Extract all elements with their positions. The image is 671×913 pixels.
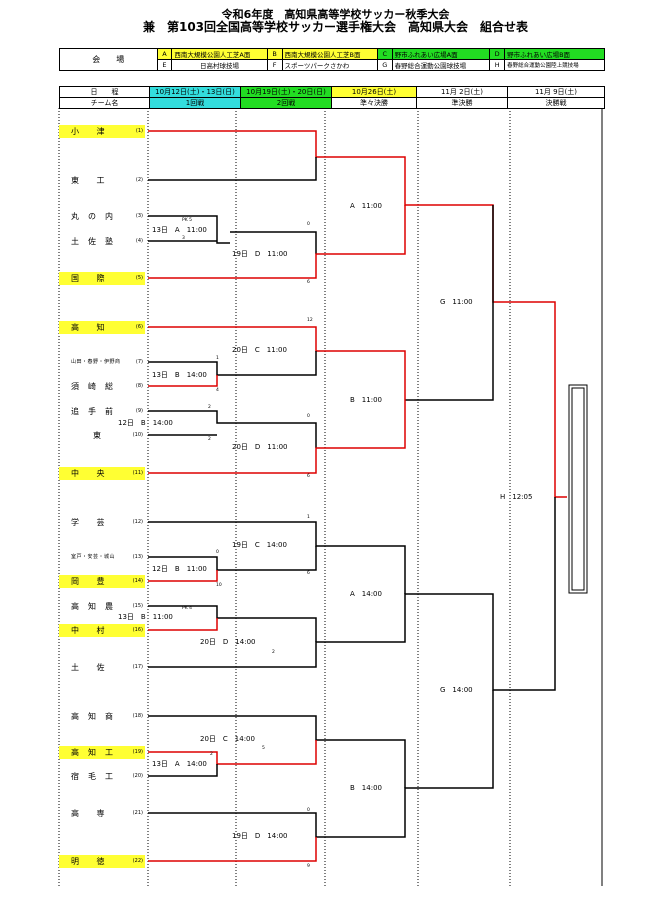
match-label: 19日 D 11:00 xyxy=(232,250,288,258)
score: 2 xyxy=(208,405,211,410)
team-row: 土 佐(17) xyxy=(71,663,143,672)
match-label: 12日 B 11:00 xyxy=(152,565,207,573)
round-name: 決勝戦 xyxy=(507,97,605,109)
sf-label: G 11:00 xyxy=(440,298,473,306)
schedule-table: 日 程 10月12日(土)・13日(日) 10月19日(土)・20日(日) 10… xyxy=(59,86,605,109)
score: 6 xyxy=(307,571,310,576)
score: 1 xyxy=(307,515,310,520)
team-row: 宿 毛 工(20) xyxy=(71,772,143,781)
qf-label: B 14:00 xyxy=(350,784,382,792)
venue-code: G xyxy=(376,59,393,71)
venue-table: 会 場 A 西南大規模公園人工芝A面 B 西南大規模公園人工芝B面 C 野市ふれ… xyxy=(59,48,605,71)
score: 0 xyxy=(307,222,310,227)
team-row: 岡 豊(14) xyxy=(59,575,145,588)
round-name: 2回戦 xyxy=(240,97,332,109)
score: PK 5 xyxy=(182,218,192,223)
qf-label: A 14:00 xyxy=(350,590,382,598)
score: 2 xyxy=(208,437,211,442)
team-row: 山田・春野・伊野商(7) xyxy=(71,359,143,365)
team-row: 高 知 農(15) xyxy=(71,602,143,611)
match-label: 13日 A 14:00 xyxy=(152,760,207,768)
team-row: 中 村(16) xyxy=(59,624,145,637)
venue-code: C xyxy=(376,48,393,60)
match-label: 20日 C 14:00 xyxy=(200,735,255,743)
match-label: 13日 A 11:00 xyxy=(152,226,207,234)
score: 4 xyxy=(216,388,219,393)
match-label: 13日 B 11:00 xyxy=(118,613,173,621)
score: 2 xyxy=(272,650,275,655)
venue-name: 日高村球技場 xyxy=(171,59,268,71)
match-label: 12日 B 14:00 xyxy=(118,419,173,427)
team-row: 室戸・安芸・城山(13) xyxy=(71,554,143,560)
sf-label: G 14:00 xyxy=(440,686,473,694)
match-label: 20日 D 14:00 xyxy=(200,638,256,646)
venue-name: 春野総合運動公園陸上競技場 xyxy=(504,59,605,71)
score: 3 xyxy=(182,236,185,241)
team-row: 高 知 工(19) xyxy=(59,746,145,759)
venue-label: 会 場 xyxy=(59,48,158,71)
team-row: 土 佐 塾(4) xyxy=(71,237,143,246)
team-row: 追 手 前(9) xyxy=(71,407,143,416)
title-line2: 兼 第103回全国高等学校サッカー選手権大会 高知県大会 組合せ表 xyxy=(142,20,529,34)
team-row: 須 崎 総(8) xyxy=(71,382,143,391)
venue-name: 春野総合運動公園球技場 xyxy=(391,59,491,71)
team-row: 東 工(2) xyxy=(71,176,143,185)
match-label: 20日 D 11:00 xyxy=(232,443,288,451)
team-row: 中 央(11) xyxy=(59,467,145,480)
score: 6 xyxy=(307,280,310,285)
score: 0 xyxy=(307,808,310,813)
team-row: 高 専(21) xyxy=(71,809,143,818)
team-row: 小 津(1) xyxy=(59,125,145,138)
score: 0 xyxy=(307,414,310,419)
score: 2 xyxy=(210,752,213,757)
score: 1 xyxy=(216,356,219,361)
score: 10 xyxy=(216,583,222,588)
match-label: 13日 B 14:00 xyxy=(152,371,207,379)
team-row: 丸 の 内(3) xyxy=(71,212,143,221)
qf-label: A 11:00 xyxy=(350,202,382,210)
score: 6 xyxy=(307,474,310,479)
score: 12 xyxy=(307,318,313,323)
team-row: 国 際(5) xyxy=(59,272,145,285)
score: 9 xyxy=(307,864,310,869)
team-row: 高 知(6) xyxy=(59,321,145,334)
score: PK 4 xyxy=(182,606,192,611)
score: 5 xyxy=(262,746,265,751)
title-line1: 令和6年度 高知県高等学校サッカー秋季大会 xyxy=(221,8,450,21)
final-label: H 12:05 xyxy=(500,493,533,501)
team-row: 東(10) xyxy=(93,431,143,440)
match-label: 19日 C 14:00 xyxy=(232,541,287,549)
team-row: 明 徳(22) xyxy=(59,855,145,868)
qf-label: B 11:00 xyxy=(350,396,382,404)
match-label: 19日 D 14:00 xyxy=(232,832,288,840)
venue-name: スポーツパークさかわ xyxy=(281,59,378,71)
match-label: 20日 C 11:00 xyxy=(232,346,287,354)
team-row: 高 知 商(18) xyxy=(71,712,143,721)
team-row: 学 芸(12) xyxy=(71,518,143,527)
score: 0 xyxy=(216,550,219,555)
round-name: 1回戦 xyxy=(149,97,241,109)
